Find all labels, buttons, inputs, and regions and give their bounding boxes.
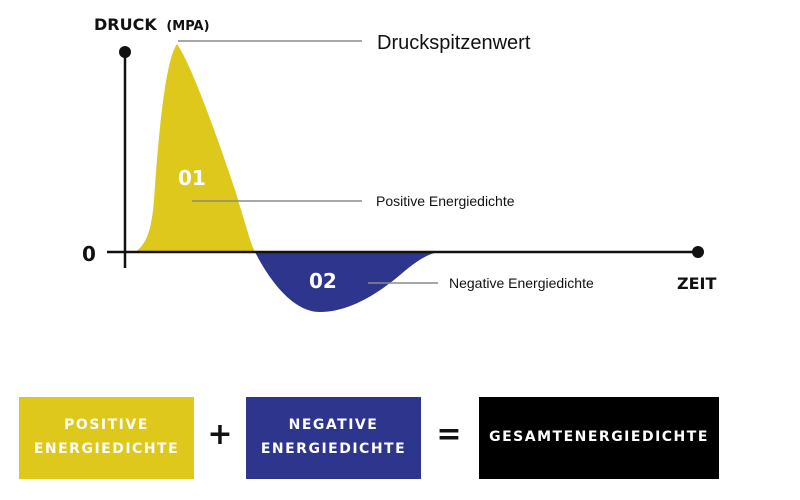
equals-sign: =	[436, 417, 462, 452]
positive-area-number: 01	[178, 166, 206, 190]
positive-energy-box: POSITIVE ENERGIEDICHTE	[19, 397, 194, 479]
zero-label: 0	[82, 242, 96, 266]
y-axis-unit: (MPA)	[166, 19, 209, 34]
negative-energy-box: NEGATIVE ENERGIEDICHTE	[246, 397, 421, 479]
negative-energy-area	[255, 252, 440, 312]
positive-area-label: Positive Energiedichte	[376, 193, 515, 209]
peak-label: Druckspitzenwert	[377, 32, 531, 54]
total-energy-box: GESAMTENERGIEDICHTE	[479, 397, 719, 479]
energy-equation-legend: POSITIVE ENERGIEDICHTE + NEGATIVE ENERGI…	[0, 397, 800, 479]
y-axis-label: DRUCK (MPA)	[94, 15, 210, 34]
x-axis-end-dot	[692, 246, 704, 258]
negative-area-label: Negative Energiedichte	[449, 275, 594, 291]
negative-area-number: 02	[309, 269, 337, 293]
x-axis-label: ZEIT	[677, 274, 716, 293]
y-axis-title: DRUCK	[94, 15, 157, 34]
positive-energy-area	[135, 44, 255, 252]
pressure-time-diagram: DRUCK (MPA) 0 ZEIT Druckspitzenwert Posi…	[82, 15, 716, 312]
y-axis-end-dot	[119, 46, 131, 58]
plus-sign: +	[207, 417, 233, 452]
